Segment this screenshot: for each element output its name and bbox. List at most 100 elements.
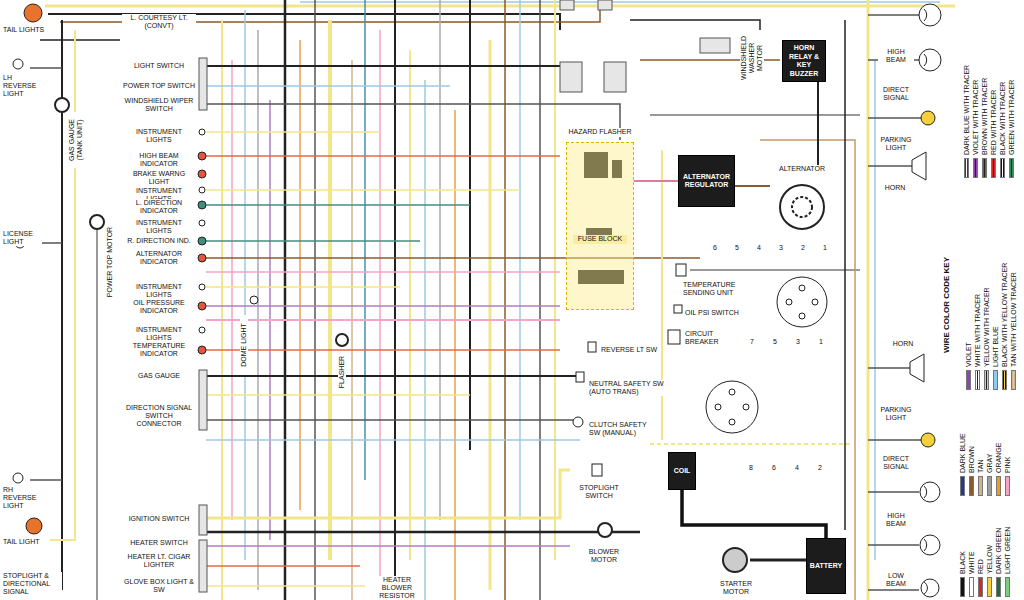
wire (206, 349, 560, 351)
wire (439, 0, 441, 520)
connector-block (199, 0, 730, 592)
legend-row: PINK (1003, 400, 1012, 496)
wire (206, 104, 620, 140)
wire-connector (682, 490, 826, 538)
connector-block (598, 0, 612, 10)
wire (314, 0, 316, 600)
indicator-lamp (199, 220, 205, 226)
part-name: BATTERY (809, 562, 843, 571)
part-label: GAS GAUGE (122, 372, 196, 380)
wire (424, 80, 426, 600)
legend-row: DARK GREEN (994, 505, 1003, 597)
indicator-lamp (198, 129, 206, 354)
part-label: STARTER MOTOR (714, 580, 758, 596)
part-label: LOW BEAM (878, 572, 914, 588)
wire (206, 419, 580, 421)
legend-text: WHITE (967, 551, 976, 574)
motor-symbol (598, 523, 612, 537)
part-label: PARKING LIGHT (876, 406, 916, 422)
wire (257, 30, 259, 590)
lamp-symbol (26, 518, 42, 534)
part-label: HORN (888, 340, 918, 348)
color-swatch (996, 577, 1001, 597)
legend-row: BROWN (967, 400, 976, 496)
part-label: TEMPERATURE SENDING UNIT (682, 281, 762, 297)
connector-block (604, 62, 626, 92)
wire (206, 286, 400, 288)
wire (844, 20, 846, 530)
wire-connector (817, 82, 819, 165)
color-swatch (1005, 577, 1010, 597)
wire (221, 20, 223, 600)
part-label: STOPLIGHT & DIRECTIONAL SIGNAL (2, 572, 62, 596)
part-label: LICENSE LIGHT (2, 230, 42, 246)
part-label: IGNITION SWITCH (122, 515, 196, 523)
indicator-lamp (199, 327, 205, 333)
horn-symbol (912, 152, 926, 180)
legend-title: WIRE COLOR CODE KEY (942, 225, 951, 385)
lamp-symbol (921, 433, 935, 447)
connector-block (560, 62, 582, 92)
lamp-symbol (921, 579, 939, 597)
legend-row: BLACK (958, 505, 967, 597)
part-label: HIGH BEAM (878, 48, 914, 64)
wire (379, 30, 381, 590)
connector-block (199, 370, 207, 430)
legend-text: LIGHT GREEN (1003, 527, 1012, 574)
legend-text: WHITE WITH TRACER (973, 294, 982, 367)
legend-text: YELLOW (985, 545, 994, 574)
wire (690, 269, 860, 271)
legend-text: RED WITH TRACER (989, 90, 998, 155)
color-swatch (966, 370, 971, 390)
part-label: WINDSHIELD WIPER SWITCH (122, 97, 196, 113)
legend-text: BROWN (967, 446, 976, 473)
part-label: OIL PSI SWITCH (684, 309, 744, 317)
indicator-lamp (199, 129, 205, 135)
legend-row: DARK BLUE (958, 400, 967, 496)
part-label: HEATER LT. CIGAR LIGHTER (122, 553, 196, 569)
legend-text: RED (976, 559, 985, 574)
part-label: CLUTCH SAFETY SW (MANUAL) (588, 421, 658, 437)
wire (760, 140, 855, 600)
indicator-lamp (198, 170, 206, 178)
switch-symbol (674, 305, 682, 313)
alternator-symbol: ALTERNATOR (770, 165, 834, 235)
distributor-symbol (715, 404, 721, 410)
legend-row: WHITE (967, 505, 976, 597)
part-name: HAZARD FLASHER (559, 128, 641, 137)
wire (45, 5, 955, 8)
wire (469, 0, 471, 450)
wire (206, 305, 560, 307)
legend-text: PINK (1003, 457, 1012, 473)
wire (206, 189, 520, 191)
wire (454, 110, 456, 600)
pin-number: 6 (709, 244, 721, 252)
part-label: OIL PRESSURE INDICATOR (122, 299, 196, 315)
legend-row: GREEN WITH TRACER (1007, 2, 1016, 178)
connector-block (199, 58, 207, 110)
tracer-sample (1000, 158, 1005, 178)
wire (206, 394, 470, 396)
switch-symbol (576, 372, 584, 382)
switch-symbol (588, 342, 596, 352)
wire (867, 0, 870, 600)
indicator-lamp (198, 152, 206, 160)
part-label: DOME LIGHT (240, 315, 248, 375)
color-swatch (1005, 476, 1010, 496)
legend-row: BLACK WITH TRACER (998, 2, 1007, 178)
wire (328, 20, 332, 560)
tracer-sample (973, 158, 978, 178)
part-label: R. DIRECTION IND. (122, 237, 196, 245)
distributor-symbol (729, 389, 735, 395)
legend-row: WHITE WITH TRACER (973, 200, 982, 390)
wire (554, 0, 556, 560)
pin-number: 5 (769, 338, 781, 346)
color-swatch (969, 476, 974, 496)
color-swatch (960, 476, 965, 496)
connector-block (700, 38, 730, 53)
part-label: TAIL LIGHTS (2, 26, 50, 34)
part-name: ALTERNATOR (778, 165, 826, 174)
color-swatch (987, 476, 992, 496)
wire (26, 0, 955, 600)
legend-text: DARK BLUE WITH TRACER (962, 65, 971, 155)
